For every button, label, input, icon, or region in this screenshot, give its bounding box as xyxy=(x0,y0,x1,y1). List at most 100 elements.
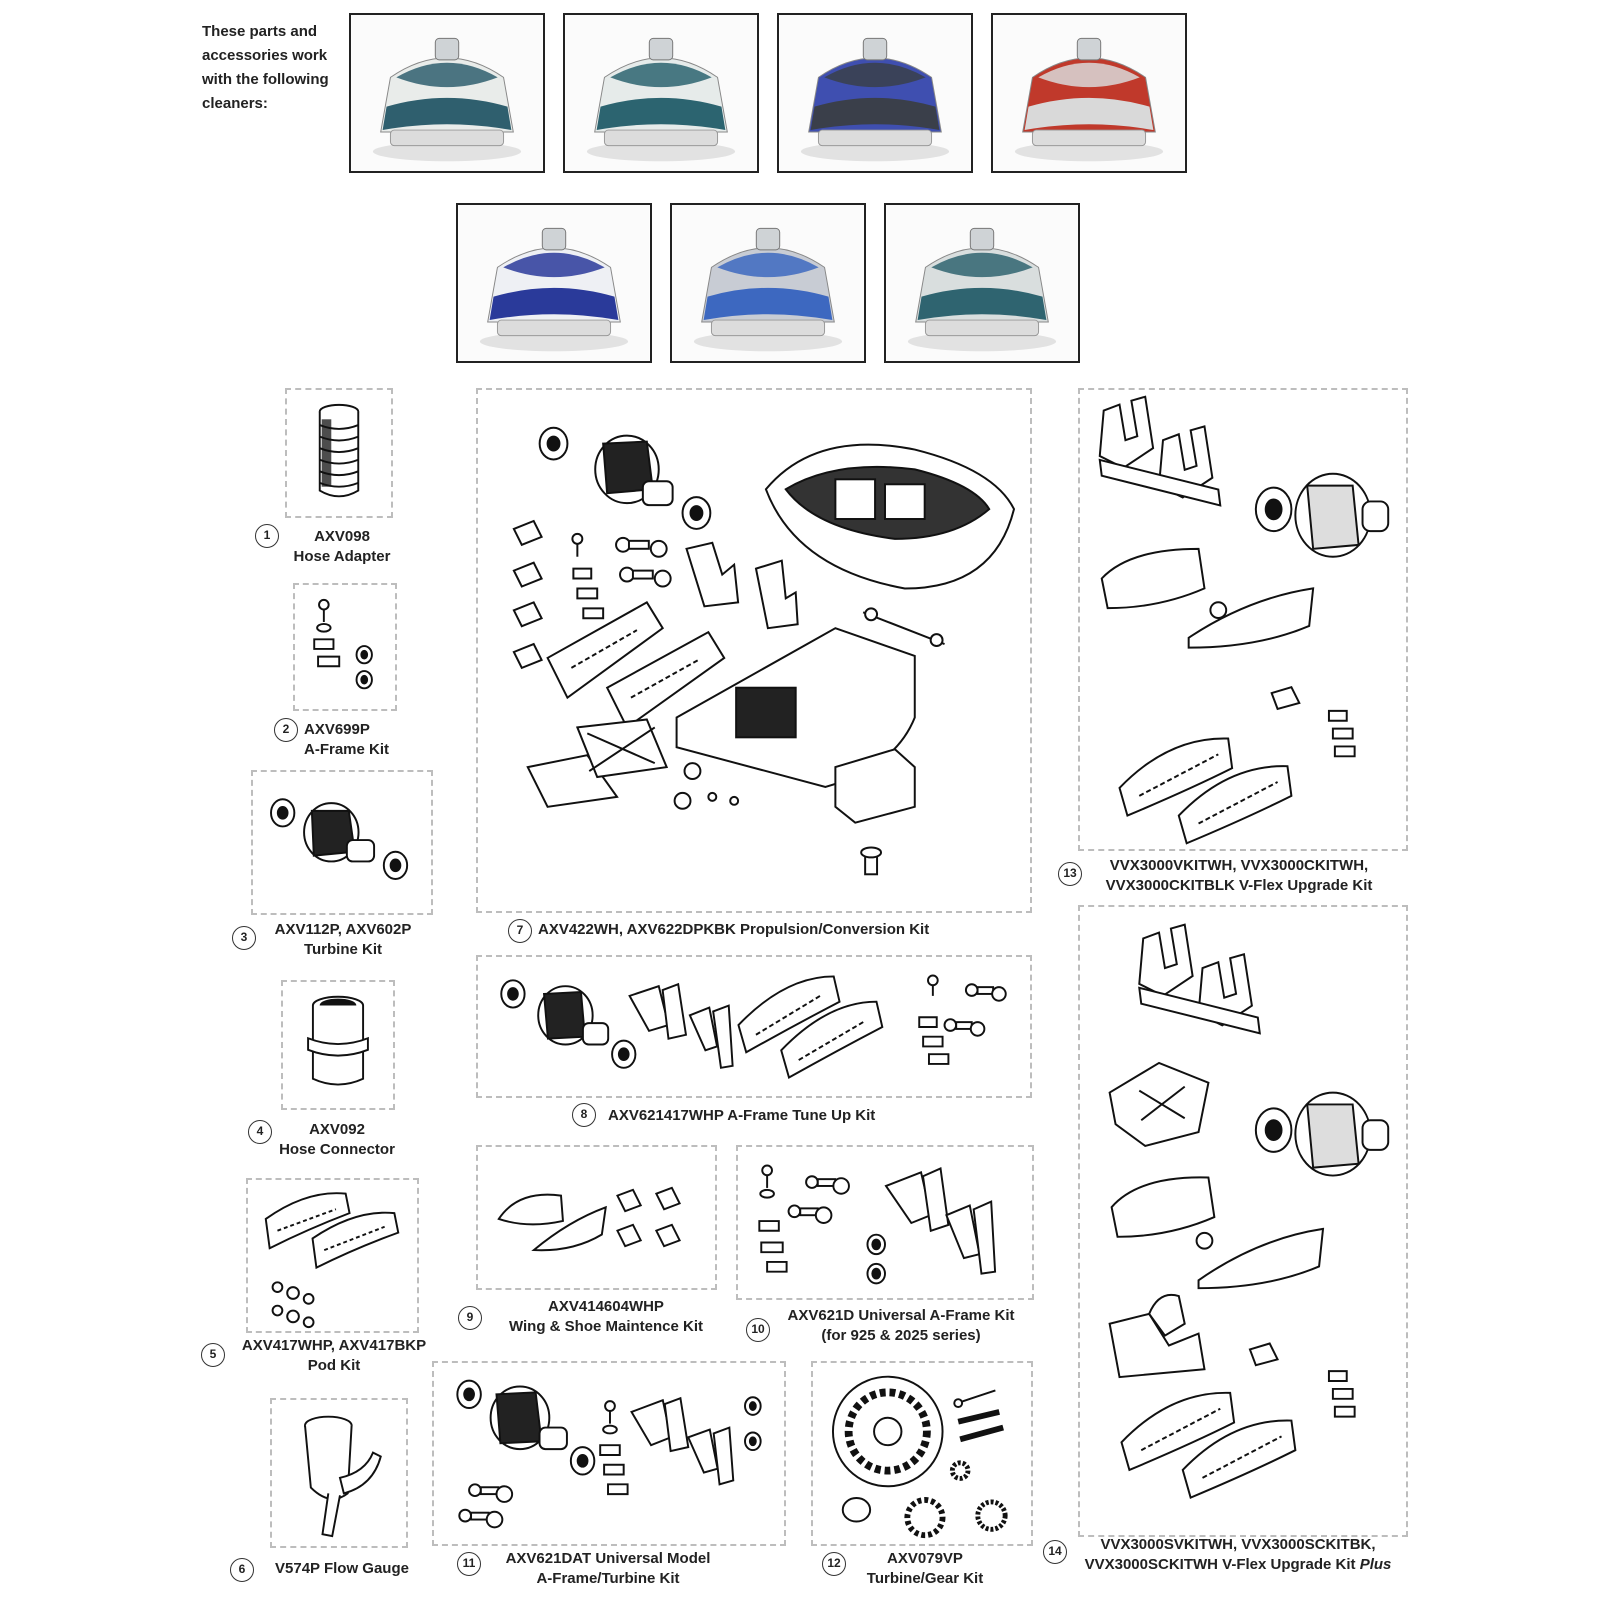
v-flex-upgrade-kit-plus-drawing xyxy=(1108,923,1390,1499)
kit-illustration-6 xyxy=(270,1398,408,1548)
kit-caption-line: V574P Flow Gauge xyxy=(275,1560,409,1577)
kit-caption-14: VVX3000SVKITWH, VVX3000SCKITBK, VVX3000S… xyxy=(1066,1535,1410,1575)
pool-cleaner-image xyxy=(458,205,650,361)
cleaner-photo xyxy=(349,13,545,173)
pool-cleaner-image xyxy=(779,15,971,171)
kit-illustration-12 xyxy=(811,1361,1033,1546)
kit-caption-line: AXV621D Universal A-Frame Kit xyxy=(787,1307,1015,1324)
kit-illustration-9 xyxy=(476,1145,717,1290)
kit-number-badge: 14 xyxy=(1043,1540,1067,1564)
kit-caption-11: AXV621DAT Universal Model A-Frame/Turbin… xyxy=(488,1549,728,1589)
pod-kit-drawing xyxy=(264,1192,400,1329)
universal-a-frame-turbine-kit-drawing xyxy=(456,1379,762,1529)
cleaner-photo xyxy=(456,203,652,363)
turbine-kit-drawing xyxy=(270,798,409,880)
kit-illustration-11 xyxy=(432,1361,786,1546)
kit-number-badge: 8 xyxy=(572,1103,596,1127)
kit-caption-8: AXV621417WHP A-Frame Tune Up Kit xyxy=(608,1106,928,1126)
kit-caption-line: Turbine Kit xyxy=(303,941,383,958)
kit-caption-line: AXV079VP xyxy=(887,1550,963,1567)
intro-text: These parts and accessories work with th… xyxy=(202,20,352,116)
kit-illustration-13 xyxy=(1078,388,1408,851)
pool-cleaner-image xyxy=(993,15,1185,171)
kit-caption-line: AXV417WHP, AXV417BKP xyxy=(241,1337,427,1354)
kit-caption-line: (for 925 & 2025 series) xyxy=(821,1327,981,1344)
kit-caption-line: Wing & Shoe Maintence Kit xyxy=(508,1318,704,1335)
flow-gauge-drawing xyxy=(304,1415,382,1538)
kit-caption-suffix: Plus xyxy=(1359,1556,1392,1573)
pool-cleaner-image xyxy=(672,205,864,361)
hose-connector-drawing xyxy=(307,995,369,1086)
kit-caption-5: AXV417WHP, AXV417BKP Pod Kit xyxy=(226,1336,442,1376)
cleaner-photo xyxy=(670,203,866,363)
kit-number-badge: 13 xyxy=(1058,862,1082,886)
kit-illustration-4 xyxy=(281,980,395,1110)
kit-caption-4: AXV092 Hose Connector xyxy=(262,1120,412,1160)
kit-number-badge: 11 xyxy=(457,1552,481,1576)
kit-illustration-5 xyxy=(246,1178,419,1333)
kit-caption-line: VVX3000CKITBLK V-Flex Upgrade Kit xyxy=(1105,877,1373,894)
kit-illustration-8 xyxy=(476,955,1032,1098)
kit-number-badge: 10 xyxy=(746,1318,770,1342)
kit-caption-line: AXV112P, AXV602P xyxy=(274,921,412,938)
cleaner-photo xyxy=(991,13,1187,173)
pool-cleaner-image xyxy=(351,15,543,171)
pool-cleaner-image xyxy=(565,15,757,171)
kit-number-badge: 3 xyxy=(232,926,256,950)
universal-a-frame-kit-drawing xyxy=(758,1164,997,1285)
kit-caption-line: VVX3000VKITWH, VVX3000CKITWH, xyxy=(1109,857,1369,874)
kit-number-badge: 7 xyxy=(508,919,532,943)
kit-number-badge: 4 xyxy=(248,1120,272,1144)
wing-shoe-kit-drawing xyxy=(497,1186,681,1252)
kit-caption-line: A-Frame Kit xyxy=(304,741,390,758)
cleaner-photo xyxy=(884,203,1080,363)
kit-caption-line: AXV621417WHP A-Frame Tune Up Kit xyxy=(608,1107,876,1124)
pool-cleaner-image xyxy=(886,205,1078,361)
turbine-gear-kit-drawing xyxy=(831,1375,1008,1539)
v-flex-upgrade-kit-drawing xyxy=(1098,395,1390,845)
kit-caption-line: VVX3000SVKITWH, VVX3000SCKITBK, xyxy=(1100,1536,1376,1553)
kit-caption-line: Hose Connector xyxy=(279,1141,395,1158)
cleaner-photo xyxy=(777,13,973,173)
intro-line: with the following xyxy=(202,71,329,88)
kit-caption-line: AXV092 xyxy=(309,1121,365,1138)
kit-number-badge: 2 xyxy=(274,718,298,742)
intro-line: accessories work xyxy=(202,47,328,64)
hose-adapter-drawing xyxy=(318,403,360,498)
a-frame-tune-up-kit-drawing xyxy=(500,974,1007,1079)
propulsion-conversion-kit-drawing xyxy=(512,426,1016,876)
kit-caption-line: A-Frame/Turbine Kit xyxy=(536,1570,680,1587)
kit-caption-1: AXV098 Hose Adapter xyxy=(282,527,402,567)
kit-caption-7: AXV422WH, AXV622DPKBK Propulsion/Convers… xyxy=(538,920,988,940)
kit-caption-13: VVX3000VKITWH, VVX3000CKITWH, VVX3000CKI… xyxy=(1084,856,1394,896)
kit-illustration-10 xyxy=(736,1145,1034,1300)
kit-illustration-1 xyxy=(285,388,393,518)
kit-caption-text: VVX3000SCKITWH V-Flex Upgrade Kit xyxy=(1084,1556,1356,1573)
kit-illustration-7 xyxy=(476,388,1032,913)
kit-caption-line: AXV422WH, AXV622DPKBK Propulsion/Convers… xyxy=(538,921,930,938)
cleaner-photo xyxy=(563,13,759,173)
kit-caption-line: AXV414604WHP xyxy=(548,1298,664,1315)
a-frame-parts-drawing xyxy=(313,598,373,690)
kit-caption-6: V574P Flow Gauge xyxy=(262,1559,422,1579)
kit-caption-line: Pod Kit xyxy=(307,1357,361,1374)
intro-line: cleaners: xyxy=(202,95,268,112)
kit-illustration-2 xyxy=(293,583,397,711)
kit-caption-line: Hose Adapter xyxy=(293,548,391,565)
kit-illustration-14 xyxy=(1078,905,1408,1537)
kit-caption-line: Turbine/Gear Kit xyxy=(866,1570,984,1587)
kit-number-badge: 5 xyxy=(201,1343,225,1367)
kit-number-badge: 12 xyxy=(822,1552,846,1576)
kit-illustration-3 xyxy=(251,770,433,915)
intro-line: These parts and xyxy=(202,23,318,40)
kit-caption-line: AXV621DAT Universal Model xyxy=(505,1550,711,1567)
kit-number-badge: 6 xyxy=(230,1558,254,1582)
kit-caption-line: VVX3000SCKITWH V-Flex Upgrade Kit Plus xyxy=(1066,1555,1410,1575)
kit-caption-10: AXV621D Universal A-Frame Kit (for 925 &… xyxy=(766,1306,1036,1346)
kit-caption-3: AXV112P, AXV602P Turbine Kit xyxy=(258,920,428,960)
kit-caption-9: AXV414604WHP Wing & Shoe Maintence Kit xyxy=(486,1297,726,1337)
kit-caption-line: AXV098 xyxy=(314,528,370,545)
kit-caption-12: AXV079VP Turbine/Gear Kit xyxy=(840,1549,1010,1589)
kit-number-badge: 9 xyxy=(458,1306,482,1330)
kit-caption-2: AXV699P A-Frame Kit xyxy=(304,720,414,760)
